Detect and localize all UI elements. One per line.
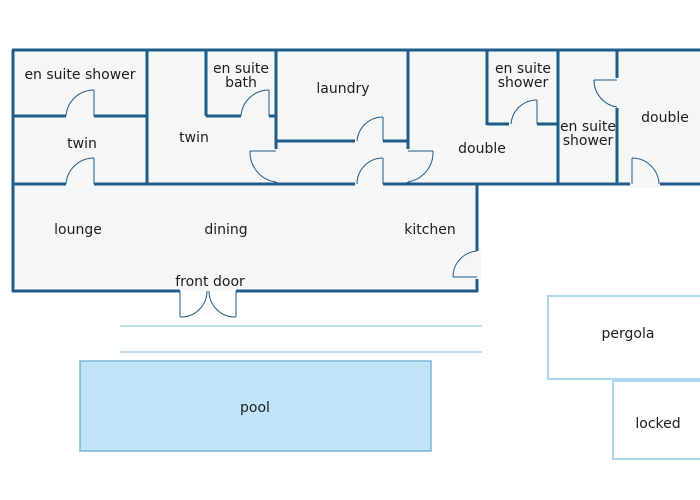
room-label-ensuite-shower-2-line2: shower: [498, 75, 549, 91]
door-gaps: [66, 78, 660, 279]
room-labels: en suite shower twin twin en suite bath …: [24, 61, 688, 432]
locked-shed: [612, 380, 700, 460]
front-door-label: front door: [175, 274, 245, 290]
room-label-ensuite-shower-3-line2: shower: [563, 133, 614, 149]
doors: [65, 79, 660, 318]
room-label-ensuite-bath-line1: en suite: [213, 61, 269, 77]
room-label-double-2: double: [641, 110, 689, 126]
room-label-dining: dining: [204, 222, 247, 238]
room-label-kitchen: kitchen: [404, 222, 456, 238]
room-label-ensuite-shower-3-line1: en suite: [560, 119, 616, 135]
pergola: [547, 295, 700, 380]
locked-label: locked: [635, 416, 680, 432]
room-label-twin-2: twin: [179, 130, 209, 146]
pool-label: pool: [240, 400, 270, 416]
room-label-ensuite-shower-2-line1: en suite: [495, 61, 551, 77]
living-floor: [13, 184, 477, 291]
pool: [79, 360, 432, 452]
room-label-twin-1: twin: [67, 136, 97, 152]
room-label-laundry: laundry: [316, 81, 369, 97]
pergola-label: pergola: [602, 326, 655, 342]
room-label-lounge: lounge: [54, 222, 102, 238]
room-label-double-1: double: [458, 141, 506, 157]
room-label-ensuite-shower-1: en suite shower: [24, 67, 135, 83]
room-label-ensuite-bath-line2: bath: [225, 75, 257, 91]
